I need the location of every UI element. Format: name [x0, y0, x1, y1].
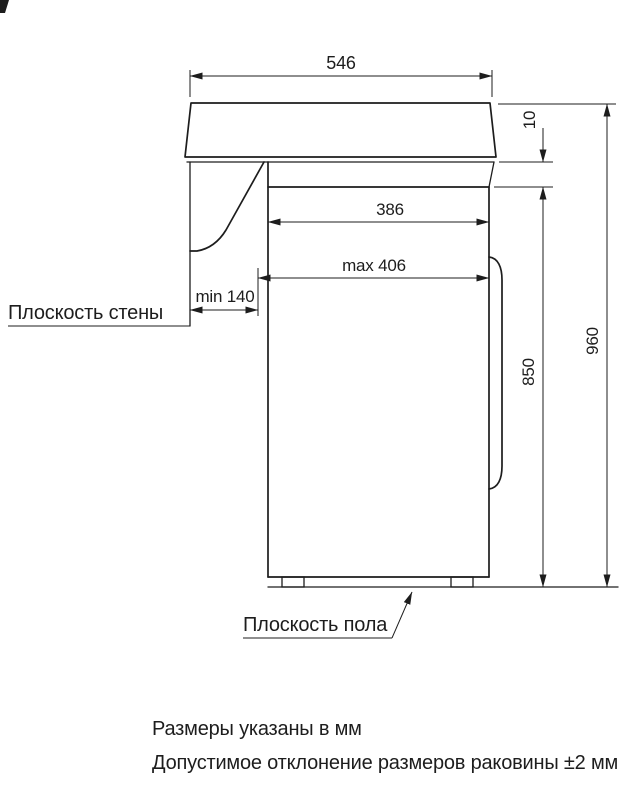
dimension-max-406: max 406: [257, 256, 490, 316]
floor-plane-callout: Плоскость пола: [243, 591, 413, 639]
machine-door-bulge: [488, 256, 503, 490]
dim-label-min-140: min 140: [195, 287, 254, 306]
sink-machine-connector: [488, 161, 495, 188]
sink-outline: [184, 102, 497, 252]
wall-plane-label: Плоскость стены: [8, 302, 163, 324]
machine-foot-right: [450, 576, 474, 588]
dim-label-546: 546: [326, 53, 356, 73]
dimension-386: 386: [267, 200, 490, 226]
floor-plane-leader-arrow: [391, 591, 413, 639]
dimension-min-140: min 140: [189, 287, 259, 314]
note-tolerance: Допустимое отклонение размеров раковины …: [152, 752, 618, 774]
dimension-960: 960: [498, 103, 616, 588]
wall-plane-callout: Плоскость стены: [8, 302, 190, 327]
dim-label-386: 386: [376, 200, 404, 219]
dimension-10: 10: [494, 111, 553, 188]
dim-label-10: 10: [520, 111, 539, 130]
dimension-546: 546: [189, 53, 493, 97]
sink-body: [184, 102, 497, 158]
machine-foot-left: [281, 576, 305, 588]
dim-label-max-406: max 406: [342, 256, 406, 275]
sink-bowl-profile: [189, 161, 265, 252]
note-units: Размеры указаны в мм: [152, 718, 362, 740]
floor-plane-label: Плоскость пола: [243, 614, 388, 636]
washing-machine-outline: [267, 161, 503, 588]
drawing-notes: Размеры указаны в мм Допустимое отклонен…: [152, 718, 618, 774]
dimension-850: 850: [519, 186, 547, 588]
dim-label-960: 960: [583, 327, 602, 355]
corner-mark: [0, 0, 9, 13]
dim-label-850: 850: [519, 358, 538, 386]
